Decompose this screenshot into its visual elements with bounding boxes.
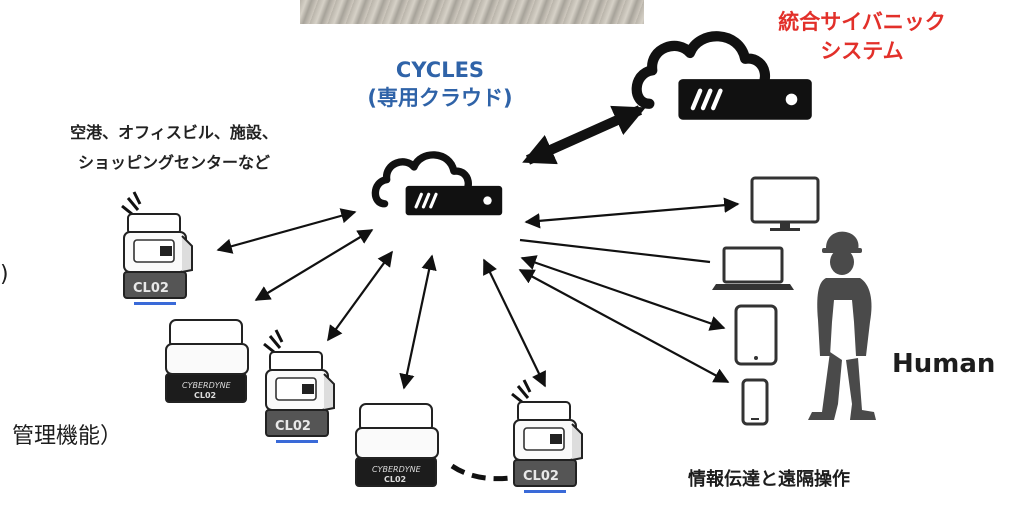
desktop-monitor-icon (750, 176, 820, 231)
cycles-cloud-label: CYCLES (専用クラウド) (340, 56, 540, 112)
tablet-icon (734, 304, 778, 366)
smartphone-icon (741, 378, 769, 426)
cleaning-robot-icon-3 (263, 329, 335, 444)
integrated-system-cloud-icon (637, 36, 812, 119)
cycles-title: CYCLES (395, 58, 485, 82)
cloud-link-arrow (522, 105, 646, 165)
cleaning-robot-icon-4 (355, 403, 439, 487)
robot-dashed-link (450, 463, 511, 482)
cycles-cloud-server-icon (375, 155, 502, 215)
locations-label: 空港、オフィスビル、施設、 ショッピングセンターなど (24, 118, 324, 178)
integrated-system-line2: システム (820, 39, 904, 63)
robot-link-arrows (216, 208, 546, 390)
cut-text-lower: 、管理機能） (0, 424, 123, 449)
cleaning-robot-icon-5 (511, 379, 583, 494)
cleaning-robot-icon-1 (121, 191, 193, 306)
top-photo (300, 0, 644, 24)
laptop-icon (712, 246, 794, 290)
info-transfer-label: 情報伝達と遠隔操作 (688, 469, 850, 490)
integrated-system-label: 統合サイバニック システム (752, 8, 972, 66)
worker-silhouette-icon (808, 231, 876, 420)
device-link-arrows (518, 197, 740, 383)
cycles-subtitle: (専用クラウド) (367, 86, 513, 110)
locations-line1: 空港、オフィスビル、施設、 (70, 123, 278, 142)
human-label: Human (892, 349, 996, 379)
locations-line2: ショッピングセンターなど (77, 153, 270, 172)
integrated-system-line1: 統合サイバニック (778, 10, 946, 34)
cleaning-robot-icon-2 (165, 319, 249, 403)
cut-text-upper: ) (0, 262, 9, 287)
